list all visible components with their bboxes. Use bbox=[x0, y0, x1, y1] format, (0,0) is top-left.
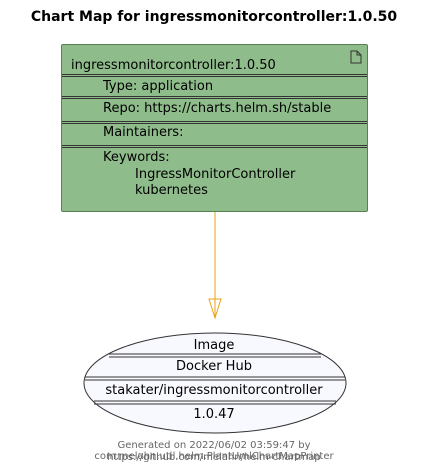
chart-keyword: IngressMonitorController bbox=[135, 167, 296, 182]
image-node bbox=[83, 332, 347, 434]
divider bbox=[62, 74, 367, 77]
footer-link[interactable]: https://github.com/melahn/helm-chartmap bbox=[107, 452, 321, 463]
chart-type: Type: application bbox=[103, 79, 214, 94]
divider bbox=[62, 96, 367, 99]
chart-name: ingressmonitorcontroller:1.0.50 bbox=[71, 58, 276, 73]
document-icon bbox=[350, 49, 362, 68]
divider bbox=[62, 121, 367, 124]
chart-repo: Repo: https://charts.helm.sh/stable bbox=[103, 101, 332, 116]
divider bbox=[62, 145, 367, 148]
image-label: Image bbox=[193, 338, 235, 353]
image-registry: Docker Hub bbox=[176, 359, 252, 374]
chart-keywords-label: Keywords: bbox=[103, 150, 170, 165]
footer-generated: Generated on 2022/06/02 03:59:47 by com.… bbox=[94, 440, 334, 462]
chart-maintainers: Maintainers: bbox=[103, 125, 184, 140]
diagram-title: Chart Map for ingressmonitorcontroller:1… bbox=[30, 9, 398, 25]
chart-node: ingressmonitorcontroller:1.0.50 Type: ap… bbox=[61, 44, 368, 212]
chart-keyword: kubernetes bbox=[135, 183, 208, 198]
image-tag: 1.0.47 bbox=[193, 407, 235, 422]
image-repository: stakater/ingressmonitorcontroller bbox=[105, 383, 323, 398]
